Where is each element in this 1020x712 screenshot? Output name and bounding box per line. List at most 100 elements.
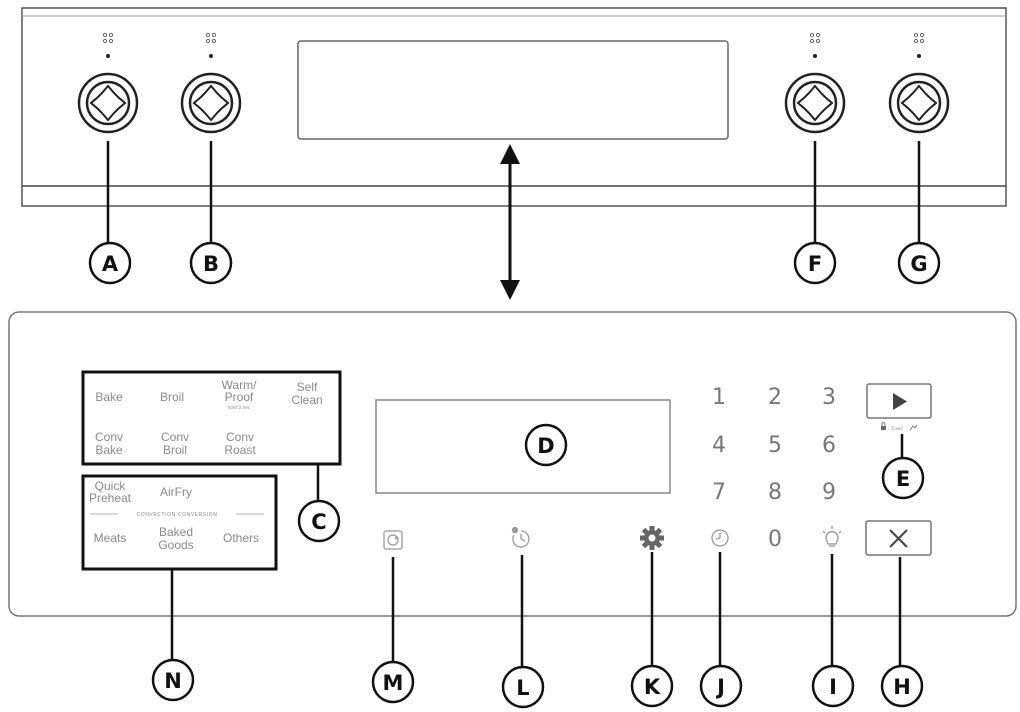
settings-button[interactable]: [640, 526, 664, 550]
lower-display-window: [375, 399, 671, 494]
quick-preheat-button[interactable]: Quick Preheat: [89, 479, 132, 505]
callout-n-label: N: [164, 669, 182, 693]
baked-goods-button[interactable]: Baked Goods: [158, 525, 193, 552]
lock-hint: 3 sec: [881, 422, 918, 432]
callout-m-label: M: [383, 671, 404, 695]
baked-goods-line2: Goods: [158, 538, 193, 552]
knob-g[interactable]: [888, 32, 950, 134]
callout-c-label: C: [311, 510, 326, 534]
burner-dots-icon: [809, 32, 821, 44]
callout-c: C: [297, 499, 341, 543]
clock-button[interactable]: [711, 529, 729, 547]
callout-a-label: A: [102, 252, 119, 276]
conv-broil-line1: Conv: [161, 430, 189, 444]
broil-button[interactable]: Broil: [160, 390, 184, 404]
conv-broil-button[interactable]: Conv Broil: [161, 430, 189, 457]
warm-label-line1: Warm/: [222, 378, 258, 392]
meats-button[interactable]: Meats: [94, 531, 127, 545]
oven-light-button[interactable]: [822, 526, 842, 547]
knob-icon: [77, 72, 139, 134]
callout-b: B: [189, 241, 233, 285]
callout-f: F: [793, 241, 837, 285]
callout-j-label: J: [715, 675, 725, 699]
self-clean-button[interactable]: Self Clean: [291, 380, 322, 407]
key-6[interactable]: 6: [822, 433, 836, 458]
callout-f-label: F: [808, 252, 822, 276]
conv-bake-line1: Conv: [95, 430, 123, 444]
bake-button[interactable]: Bake: [95, 390, 123, 404]
callout-i-label: I: [829, 675, 837, 699]
settings-gear-icon: [640, 526, 664, 550]
broil-label: Broil: [160, 390, 184, 404]
callout-b-label: B: [203, 252, 219, 276]
airfry-label: AirFry: [160, 485, 192, 499]
callout-h: H: [880, 664, 924, 708]
conv-roast-line1: Conv: [226, 430, 254, 444]
cancel-button[interactable]: [865, 520, 932, 556]
upper-display-window: [297, 40, 729, 140]
light-bulb-icon: [822, 526, 842, 547]
others-button[interactable]: Others: [223, 531, 259, 545]
callout-l-label: L: [516, 676, 529, 700]
timer-button[interactable]: [511, 526, 530, 548]
start-button[interactable]: [866, 383, 932, 419]
lock-icon: [881, 426, 886, 430]
knob-icon: [784, 72, 846, 134]
hand-icon: [909, 424, 918, 431]
oven-light-icon: [383, 530, 403, 550]
callout-g: G: [897, 241, 941, 285]
callout-l: L: [501, 665, 545, 709]
callout-e-label: E: [896, 467, 910, 491]
airfry-button[interactable]: AirFry: [160, 485, 192, 499]
baked-goods-line1: Baked: [159, 525, 193, 539]
warm-hold-hint: hold 3 sec: [228, 405, 251, 411]
self-clean-line1: Self: [297, 380, 318, 394]
bake-label: Bake: [95, 390, 123, 404]
callout-n: N: [151, 658, 195, 702]
conv-bake-button[interactable]: Conv Bake: [95, 430, 123, 457]
knob-f[interactable]: [784, 32, 846, 134]
key-1[interactable]: 1: [712, 385, 726, 410]
oven-cam-button[interactable]: [383, 530, 403, 550]
conv-broil-line2: Broil: [163, 443, 187, 457]
number-keypad: 1 2 3 4 5 6 7 8 9 0: [712, 385, 836, 552]
burner-dots-icon: [102, 32, 114, 44]
callout-a: A: [88, 241, 132, 285]
warm-proof-button[interactable]: Warm/ Proof hold 3 sec: [222, 378, 258, 411]
timer-icon: [511, 526, 530, 548]
callout-k: K: [630, 664, 674, 708]
quick-preheat-line2: Preheat: [89, 491, 132, 505]
key-0[interactable]: 0: [768, 527, 782, 552]
knob-a[interactable]: [77, 32, 139, 134]
key-4[interactable]: 4: [712, 433, 726, 458]
key-3[interactable]: 3: [822, 385, 836, 410]
quick-preheat-line1: Quick: [95, 479, 127, 493]
conversion-pad-frame: [81, 474, 278, 571]
mode-pad-frame: [81, 370, 342, 466]
double-arrow-icon: [500, 144, 520, 300]
conv-roast-button[interactable]: Conv Roast: [224, 430, 256, 457]
key-2[interactable]: 2: [768, 385, 782, 410]
callout-j: J: [699, 664, 743, 708]
conv-roast-line2: Roast: [224, 443, 256, 457]
callout-k-label: K: [644, 675, 661, 699]
upper-leader-lines: [106, 141, 921, 242]
meats-label: Meats: [94, 531, 127, 545]
lock-hold-text: 3 sec: [891, 426, 903, 432]
play-icon: [893, 393, 907, 410]
upper-panel: [21, 7, 1007, 207]
callout-m: M: [371, 660, 415, 704]
knob-b[interactable]: [180, 32, 242, 134]
key-5[interactable]: 5: [768, 433, 782, 458]
callout-h-label: H: [893, 675, 911, 699]
conv-bake-line2: Bake: [95, 443, 123, 457]
callout-d: D: [524, 423, 568, 467]
key-8[interactable]: 8: [768, 480, 782, 505]
callout-g-label: G: [910, 252, 927, 276]
others-label: Others: [223, 531, 259, 545]
key-7[interactable]: 7: [712, 480, 726, 505]
key-9[interactable]: 9: [822, 480, 836, 505]
self-clean-line2: Clean: [291, 393, 322, 407]
burner-dots-icon: [205, 32, 217, 44]
